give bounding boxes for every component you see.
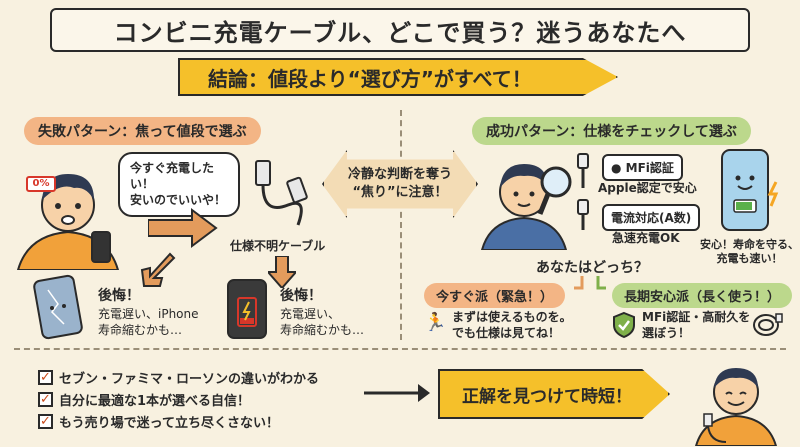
question-label: あなたはどっち？: [536, 260, 648, 276]
now-line: でも仕様は見てね！: [452, 326, 561, 341]
warning-double-arrow: 冷静な判断を奪う “焦り”に注意！: [322, 150, 478, 218]
checkbox-checked-icon: ✓: [38, 413, 53, 429]
regret-line: 寿命縮むかも…: [98, 323, 183, 338]
phone-caption: 安心！寿命を守る、 充電も速い！: [700, 238, 799, 267]
battery-empty-icon: 0%: [26, 176, 56, 192]
speech-line: 今すぐ充電したい！: [130, 161, 215, 192]
long-group-text: MFi認証・高耐久を 選ぼう！: [642, 309, 750, 341]
current-caption: 急速充電OK: [612, 231, 680, 245]
warning-line: “焦り”に注意！: [352, 185, 448, 200]
checklist-text: もう売り場で迷って立ち尽くさない！: [59, 415, 279, 431]
running-person-icon: 🏃: [424, 312, 447, 333]
cable-label: 仕様不明ケーブル: [230, 239, 326, 253]
checklist-text: セブン・ファミマ・ローソンの違いがわかる: [59, 371, 320, 387]
warning-line: 冷静な判断を奪う: [347, 166, 452, 182]
vertical-divider: [400, 110, 402, 340]
arrow-down-left-icon: [140, 252, 176, 287]
long-line: MFi認証・高耐久を: [642, 310, 751, 324]
checkbox-checked-icon: ✓: [38, 369, 53, 385]
checklist-item: ✓ 自分に最適な1本が選べる自信！: [38, 388, 319, 410]
low-battery-phone-icon: [227, 279, 267, 339]
now-group-text: まずは使えるものを。 でも仕様は見てね！: [452, 309, 572, 341]
panicked-person-illustration: [16, 174, 120, 270]
mfi-badge: ● MFi認証: [602, 154, 683, 181]
regret-note-2: 後悔！ 充電遅い、 寿命縮むかも…: [280, 287, 364, 338]
satisfied-person-illustration: [694, 368, 778, 446]
now-group-heading: 今すぐ派（緊急！）: [424, 283, 566, 308]
arrow-down-icon: [268, 256, 296, 288]
coiled-cable-icon: [753, 313, 783, 336]
mfi-badge-label: MFi認証: [625, 161, 674, 175]
regret-line: 充電遅い、: [280, 306, 341, 321]
shield-check-icon: [613, 311, 635, 339]
phone-caption-line: 安心！寿命を守る、: [700, 238, 799, 251]
cracked-phone-icon: [33, 274, 83, 340]
speech-bubble: 今すぐ充電したい！ 安いのでいいや！: [118, 152, 240, 217]
split-arrows-icon: [574, 276, 606, 290]
speech-line: 安いのでいいや！: [130, 193, 227, 208]
regret-title: 後悔！: [98, 288, 140, 304]
mfi-caption: Apple認定で安心: [598, 181, 697, 195]
success-pattern-heading: 成功パターン：仕様をチェックして選ぶ: [472, 117, 751, 145]
horizontal-divider: [14, 348, 786, 350]
long-group-heading: 長期安心派（長く使う！）: [612, 283, 793, 308]
conclusion-banner: 結論：値段より“選び方”がすべて！: [178, 58, 618, 96]
apple-icon: ●: [611, 161, 622, 175]
long-line: 選ぼう！: [642, 326, 691, 341]
checklist-item: ✓ もう売り場で迷って立ち尽くさない！: [38, 410, 319, 432]
result-banner: 正解を見つけて時短！: [438, 369, 670, 419]
checklist-item: ✓ セブン・ファミマ・ローソンの違いがわかる: [38, 366, 319, 388]
phone-caption-line: 充電も速い！: [716, 252, 783, 266]
arrow-right-icon: [148, 208, 218, 248]
now-line: まずは使えるものを。: [452, 310, 572, 324]
benefit-checklist: ✓ セブン・ファミマ・ローソンの違いがわかる ✓ 自分に最適な1本が選べる自信！…: [38, 366, 319, 432]
checklist-text: 自分に最適な1本が選べる自信！: [59, 393, 251, 409]
regret-line: 寿命縮むかも…: [280, 323, 365, 338]
page-title: コンビニ充電ケーブル、どこで買う？迷うあなたへ: [50, 8, 750, 52]
calm-person-magnifier-illustration: [480, 164, 572, 250]
unknown-cable-icon: [255, 160, 308, 226]
regret-note-1: 後悔！ 充電遅い、iPhone 寿命縮むかも…: [98, 287, 199, 338]
regret-line: 充電遅い、iPhone: [98, 306, 199, 321]
fail-pattern-heading: 失敗パターン：焦って値段で選ぶ: [24, 117, 261, 145]
current-badge: 電流対応(A数): [602, 204, 701, 231]
arrow-right-icon: [364, 384, 430, 402]
happy-phone-icon: [721, 149, 779, 231]
regret-title: 後悔！: [280, 288, 322, 304]
lightning-cable-icon: [577, 153, 589, 230]
checkbox-checked-icon: ✓: [38, 391, 53, 407]
